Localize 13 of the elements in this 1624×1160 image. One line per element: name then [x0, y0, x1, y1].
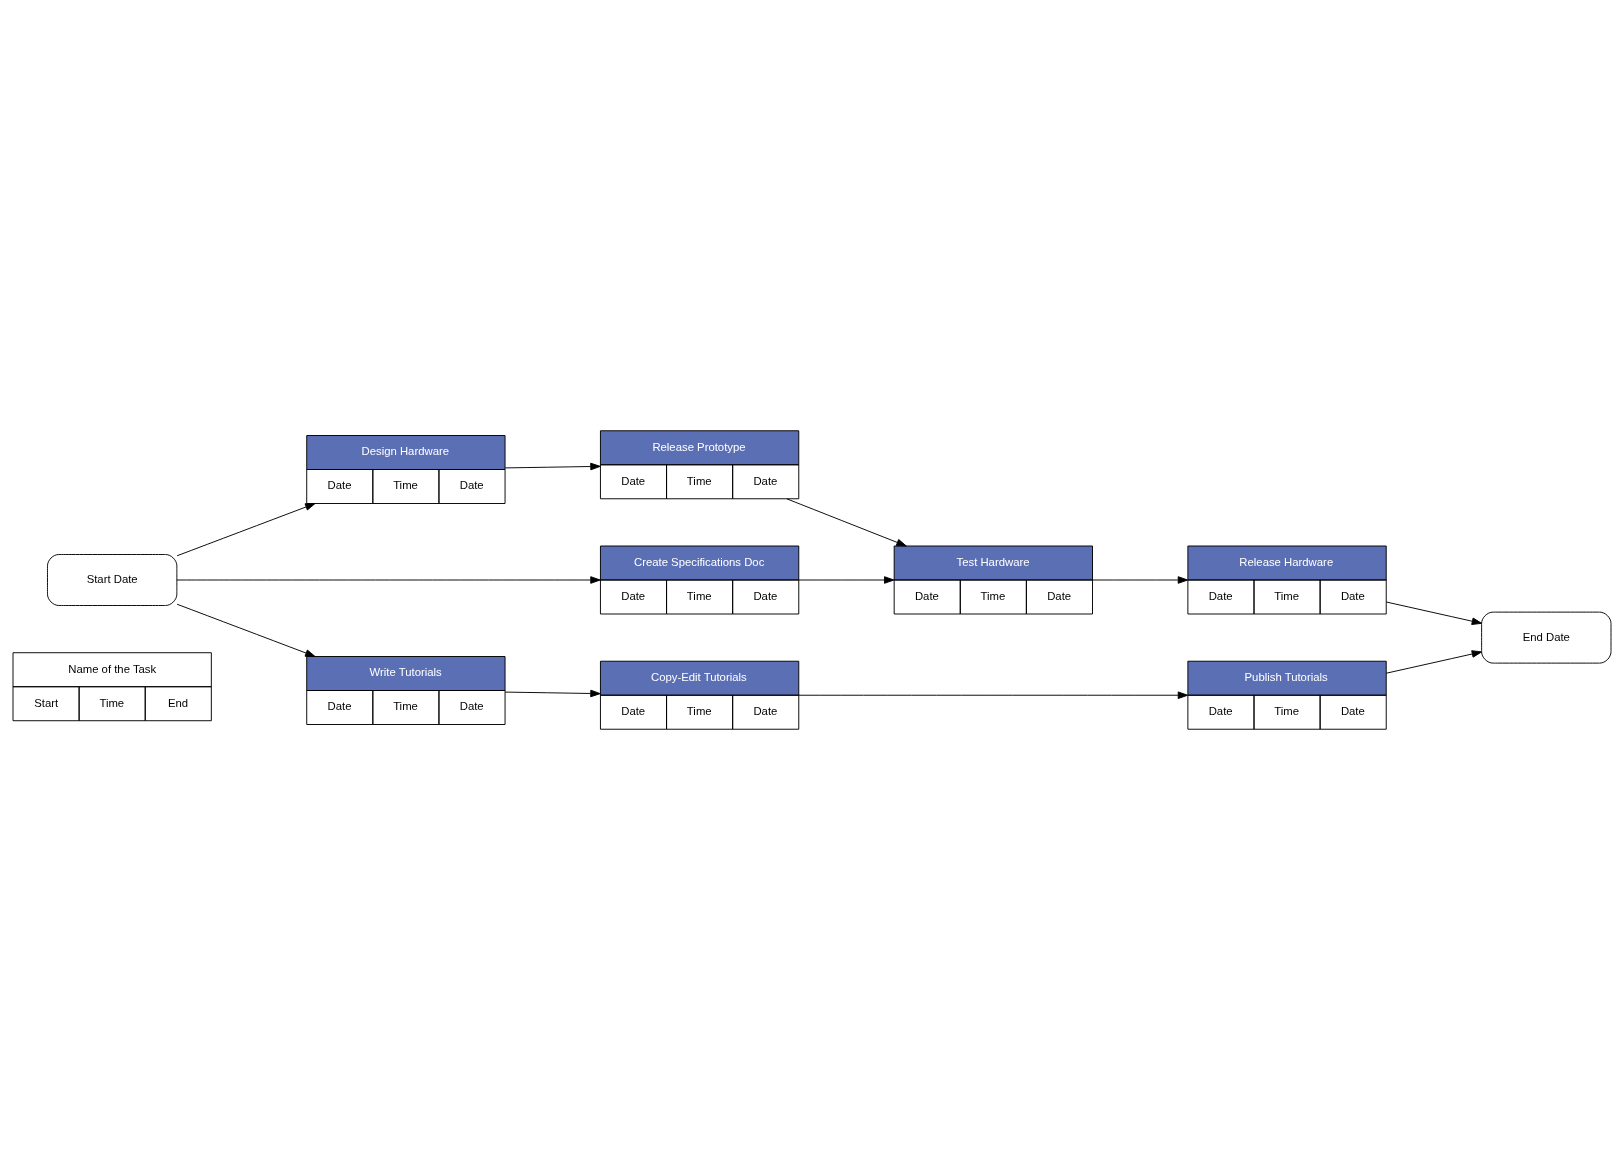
- node-box: Start Date: [47, 554, 178, 606]
- arrow: [504, 462, 601, 471]
- arrow: [1385, 601, 1483, 625]
- arrow: [176, 576, 601, 584]
- arrow: [786, 498, 907, 547]
- arrow: [1092, 576, 1189, 584]
- node-box: End Date: [1481, 611, 1612, 664]
- arrow: [798, 691, 1189, 699]
- arrow: [798, 576, 895, 584]
- arrow: [176, 503, 316, 557]
- arrow: [176, 603, 316, 657]
- arrow: [504, 689, 601, 698]
- arrow: [1385, 650, 1483, 674]
